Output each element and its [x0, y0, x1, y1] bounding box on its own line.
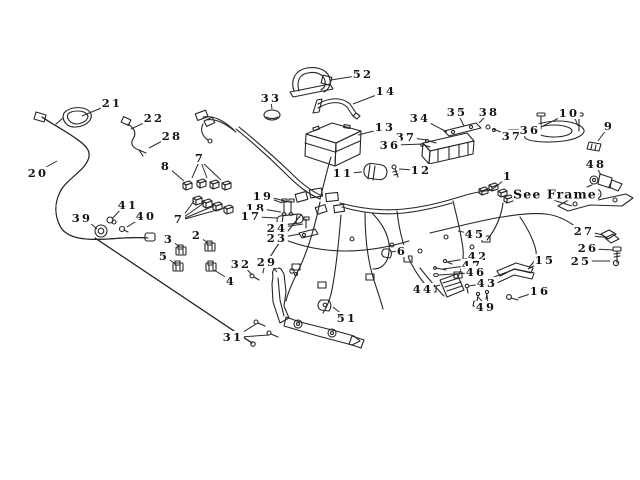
leader-line-31: [239, 334, 270, 338]
callout-14: 14: [374, 83, 398, 98]
callout-24: 24: [265, 220, 289, 235]
callout-10: 10: [557, 105, 581, 120]
main-harness-illustration: [235, 126, 607, 314]
callout-9: 9: [602, 118, 616, 133]
leader-line-7: [200, 161, 208, 179]
callout-48: 48: [584, 156, 608, 171]
leader-line-8: [169, 168, 185, 182]
callout-23: 23: [265, 230, 289, 245]
clamp-21-illustration: [55, 107, 92, 128]
connectors-7-8-illustration: [182, 178, 234, 215]
leader-line-7: [184, 207, 225, 220]
grommet-39-illustration: [94, 216, 129, 238]
leader-line-7: [183, 202, 205, 218]
callout-16: 16: [528, 283, 552, 298]
callout-11: 11: [331, 165, 355, 180]
callout-15: 15: [533, 252, 557, 267]
leader-line-4: [213, 269, 228, 279]
callout-37-right: 37: [500, 128, 524, 143]
callout-34: 34: [408, 110, 432, 125]
leader-line-7: [191, 161, 200, 179]
callout-17: 17: [239, 208, 263, 223]
harness-front-branch-illustration: [194, 109, 237, 144]
callout-27: 27: [572, 223, 596, 238]
battery-strap-14-illustration: [312, 98, 361, 120]
callout-22: 22: [142, 110, 166, 125]
callout-13: 13: [373, 119, 397, 134]
callout-6: 6: [395, 243, 409, 258]
callout-40: 40: [134, 208, 158, 223]
relay-11-illustration: [363, 162, 399, 181]
callout-1: 1: [501, 168, 515, 183]
battery-bracket-52-illustration: [289, 67, 334, 98]
callout-26: 26: [576, 240, 600, 255]
callout-36-right: 36: [518, 122, 542, 137]
battery-cable-20-illustration: [33, 111, 256, 347]
callout-38: 38: [477, 104, 501, 119]
callout-43: 43: [475, 275, 499, 290]
callout-45: 45: [463, 226, 487, 241]
clamp-48-illustration: [589, 173, 623, 192]
cdi-unit-illustration: [420, 122, 497, 165]
callout-52: 52: [351, 66, 375, 81]
grommet-33-illustration: [263, 109, 281, 121]
callout-7-upper: 7: [193, 150, 207, 165]
callout-5: 5: [157, 248, 171, 263]
callout-49: 49: [474, 299, 498, 314]
leader-line-7: [201, 161, 222, 181]
callout-19: 19: [251, 188, 275, 203]
callout-36-left: 36: [378, 137, 402, 152]
callout-29: 29: [255, 254, 279, 269]
callout-3: 3: [162, 231, 176, 246]
callout-21: 21: [100, 95, 124, 110]
callout-20: 20: [26, 165, 50, 180]
callout-44: 44: [411, 281, 435, 296]
callout-25: 25: [569, 253, 593, 268]
callout-12: 12: [409, 162, 433, 177]
callout-7-lower: 7: [172, 211, 186, 226]
callout-31: 31: [221, 329, 245, 344]
callout-2: 2: [190, 227, 204, 242]
callout-4: 4: [224, 273, 238, 288]
callout-35: 35: [445, 104, 469, 119]
leader-line-14: [352, 93, 380, 105]
part-9-illustration: [586, 141, 602, 152]
callout-33: 33: [259, 90, 283, 105]
leader-line-46: [438, 272, 470, 276]
callout-8: 8: [159, 158, 173, 173]
callout-39: 39: [70, 210, 94, 225]
callout-41: 41: [116, 197, 140, 212]
callout-32: 32: [229, 256, 253, 271]
callout-28: 28: [160, 128, 184, 143]
callout-51: 51: [335, 310, 359, 325]
cable-22-illustration: [120, 116, 147, 157]
callout-46: 46: [464, 264, 488, 279]
clips-2-3-4-5-illustration: [172, 240, 217, 272]
fuse-holder-illustration: [276, 198, 319, 239]
fasteners-25-26-27-illustration: [600, 229, 622, 267]
battery-13-illustration: [304, 122, 362, 167]
see-frame-note: See Frame: [512, 186, 598, 202]
leader-line-7: [184, 205, 215, 219]
